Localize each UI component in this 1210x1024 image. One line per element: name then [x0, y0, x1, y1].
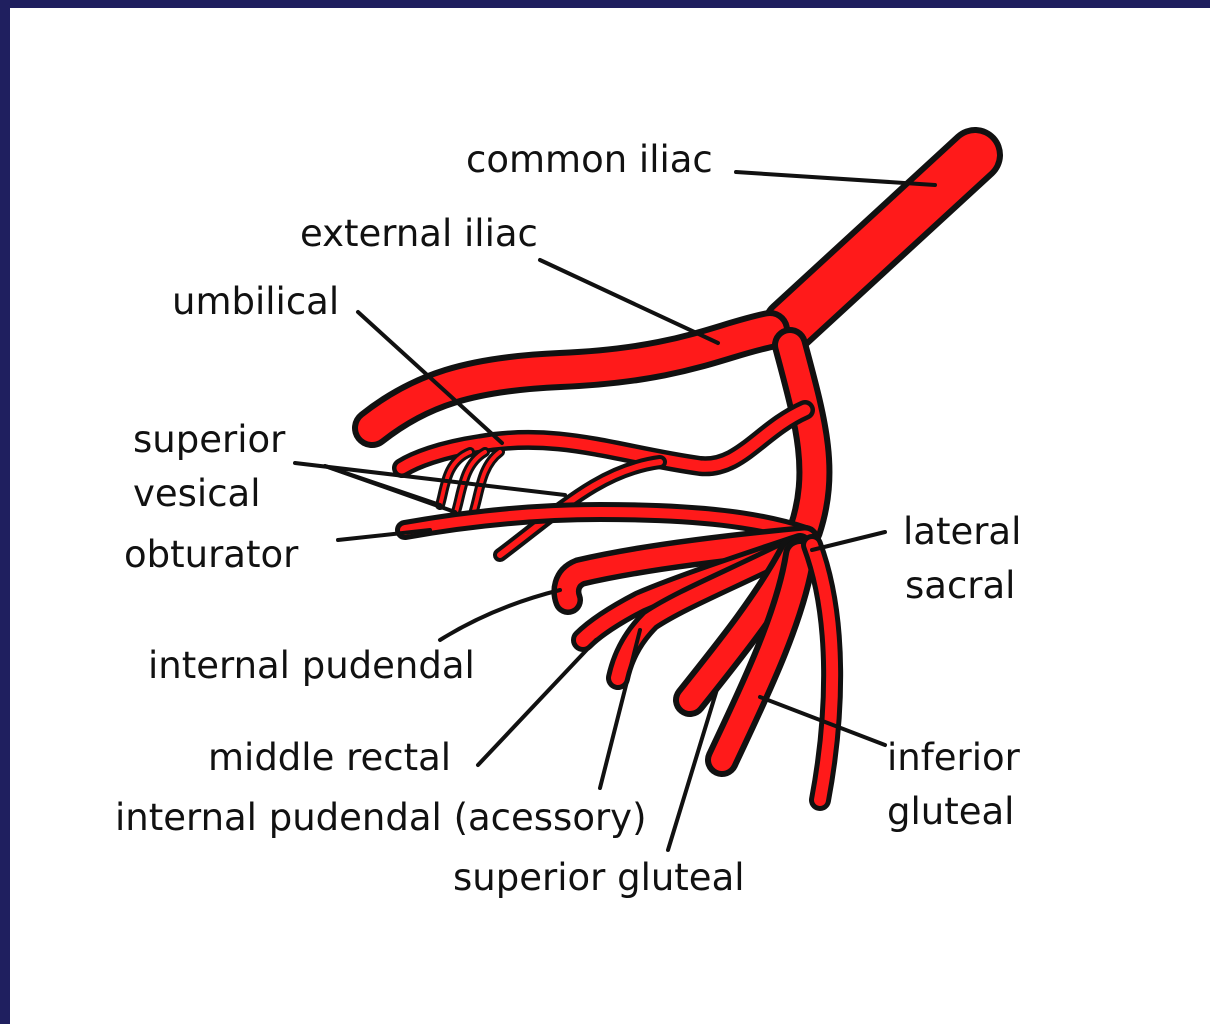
label-sacral: sacral — [905, 564, 1015, 607]
lateral-sacral-vessel — [812, 545, 832, 800]
label-external-iliac: external iliac — [300, 212, 538, 255]
label-inferior: inferior — [887, 736, 1021, 779]
leader-external-iliac — [540, 260, 718, 343]
label-umbilical: umbilical — [172, 280, 339, 323]
label-gluteal: gluteal — [887, 790, 1014, 833]
leader-lateral-sacral — [812, 532, 885, 550]
leader-internal-pudendal — [440, 590, 560, 640]
label-obturator: obturator — [124, 533, 299, 576]
label-lateral: lateral — [903, 510, 1021, 553]
label-internal-pudendal-accessory: internal pudendal (acessory) — [115, 796, 647, 839]
label-superior-gluteal: superior gluteal — [453, 856, 745, 899]
label-middle-rectal: middle rectal — [208, 736, 451, 779]
iliac-artery-diagram: common iliac external iliac umbilical su… — [10, 8, 1210, 1024]
internal-iliac-trunk — [790, 345, 814, 530]
diagram-frame: common iliac external iliac umbilical su… — [10, 8, 1210, 1024]
leader-common-iliac — [736, 172, 935, 185]
label-common-iliac: common iliac — [466, 138, 713, 181]
leader-middle-rectal — [478, 640, 596, 765]
label-vesical: vesical — [133, 472, 261, 515]
label-superior: superior — [133, 418, 286, 461]
label-internal-pudendal: internal pudendal — [148, 644, 475, 687]
